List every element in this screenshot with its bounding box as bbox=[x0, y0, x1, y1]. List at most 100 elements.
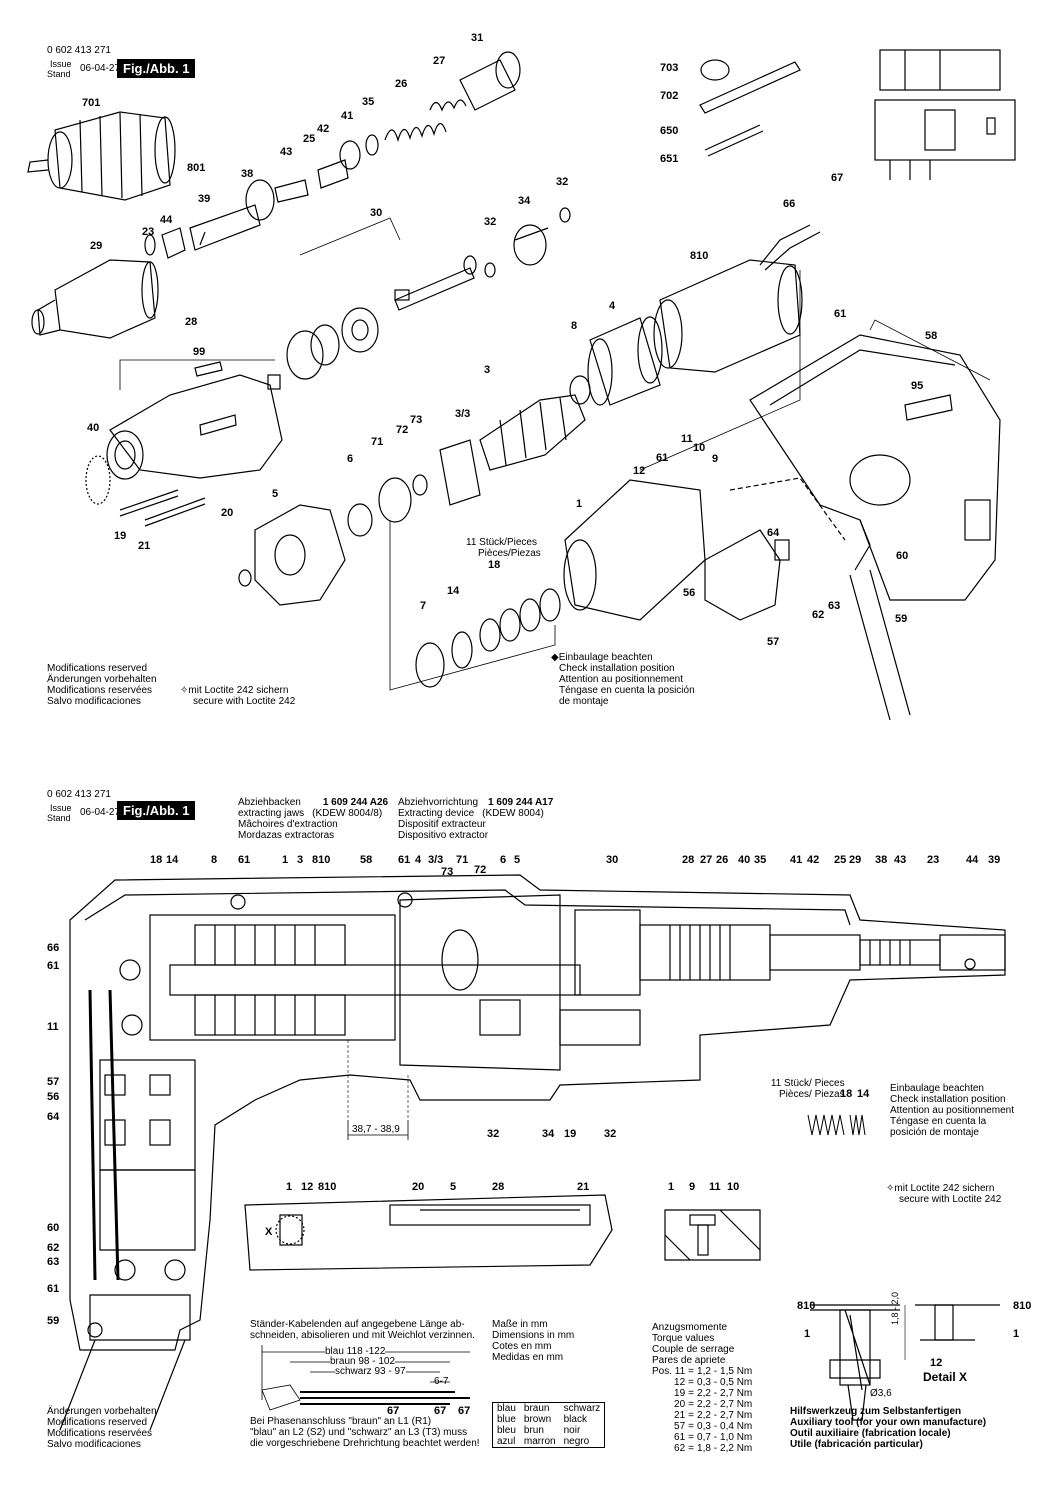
cable-note-1: schneiden, abisolieren und mit Weichlot … bbox=[250, 1330, 475, 1341]
screw-21 bbox=[144, 497, 206, 527]
torque-heading-3: Pares de apriete bbox=[652, 1355, 726, 1366]
section-view bbox=[59, 874, 1006, 1431]
inst-top-3: Téngase en cuenta la posición bbox=[559, 685, 695, 696]
torque-pos: 62 bbox=[674, 1443, 686, 1454]
screw-label-9: 9 bbox=[689, 1181, 696, 1193]
stand-label-bottom: Stand bbox=[47, 813, 71, 823]
sec-bottom-32a: 32 bbox=[487, 1128, 500, 1140]
callout-703: 703 bbox=[660, 62, 679, 74]
sec-label-61a: 61 bbox=[238, 854, 251, 866]
torque-pos: 12 bbox=[674, 1377, 686, 1388]
modifications-bottom: Änderungen vorbehalten Modifications res… bbox=[47, 1406, 157, 1450]
sec-label-42: 42 bbox=[807, 854, 820, 866]
fig-badge-top: Fig./Abb. 1 bbox=[117, 59, 196, 78]
device-row-0: Abziehvorrichtung bbox=[398, 797, 479, 808]
callout-41: 41 bbox=[341, 110, 354, 122]
device-part-no: 1 609 244 A17 bbox=[488, 797, 554, 808]
torque-min: 1,8 - bbox=[697, 1443, 718, 1454]
detail-label-21: 21 bbox=[577, 1181, 590, 1193]
callout-7: 7 bbox=[420, 600, 427, 612]
callout-12: 12 bbox=[633, 465, 646, 477]
detail-label-12: 12 bbox=[301, 1181, 314, 1193]
torque-row: Pos. 11=1,2 -1,5 Nm bbox=[652, 1366, 755, 1377]
sec-label-41: 41 bbox=[790, 854, 803, 866]
torque-row: 21=2,2 -2,7 Nm bbox=[652, 1410, 755, 1421]
torque-row: 12=0,3 -0,5 Nm bbox=[652, 1377, 755, 1388]
circuit-schematic bbox=[874, 49, 1016, 180]
installation-bottom: Einbaulage beachten Check installation p… bbox=[890, 1083, 1014, 1138]
cable-blau: blau 118 -122 bbox=[325, 1346, 386, 1357]
screw-19 bbox=[119, 489, 179, 517]
jaws-row-1: extracting jaws bbox=[238, 808, 305, 819]
screw-label-1: 1 bbox=[668, 1181, 675, 1193]
sec-left-66: 66 bbox=[47, 942, 60, 954]
screw-detail bbox=[664, 1209, 761, 1261]
color-cell: schwarz bbox=[563, 1403, 601, 1414]
callout-29: 29 bbox=[90, 240, 103, 252]
torque-min: 0,7 - bbox=[697, 1432, 718, 1443]
callout-62-top: 62 bbox=[812, 609, 825, 621]
torque-eq: = bbox=[688, 1421, 695, 1432]
color-cell: black bbox=[563, 1414, 587, 1425]
callout-25: 25 bbox=[303, 133, 316, 145]
stator-810 bbox=[653, 224, 821, 373]
callout-27: 27 bbox=[433, 55, 446, 67]
sec-label-4: 4 bbox=[415, 854, 422, 866]
callout-95: 95 bbox=[911, 380, 924, 392]
callout-10: 10 bbox=[693, 442, 706, 454]
torque-max: 1,0 Nm bbox=[720, 1432, 753, 1443]
installation-top: ◆Einbaulage beachten Check installation … bbox=[551, 652, 695, 707]
sec-label-44: 44 bbox=[966, 854, 979, 866]
jaws-row-0: Abziehbacken bbox=[238, 797, 301, 808]
ring-14 bbox=[451, 631, 473, 669]
torque-eq: = bbox=[688, 1432, 695, 1443]
torque-pos: Pos. 11 bbox=[652, 1366, 686, 1377]
mod-top-1: Änderungen vorbehalten bbox=[47, 674, 157, 685]
sec-left-56: 56 bbox=[47, 1091, 60, 1103]
callout-4: 4 bbox=[609, 300, 616, 312]
aux-tool-1: Auxiliary tool (for your own manufacture… bbox=[790, 1417, 987, 1428]
torque-eq: = bbox=[688, 1399, 695, 1410]
sec-bottom-34: 34 bbox=[542, 1128, 555, 1140]
callout-19: 19 bbox=[114, 530, 127, 542]
torque-eq: = bbox=[688, 1388, 695, 1399]
dim-note-3: Medidas en mm bbox=[492, 1352, 564, 1363]
detail-x-12: 12 bbox=[930, 1357, 943, 1369]
callout-701: 701 bbox=[82, 97, 101, 109]
callout-35: 35 bbox=[362, 96, 375, 108]
modifications-top: Modifications reserved Änderungen vorbeh… bbox=[47, 663, 157, 707]
torque-eq: = bbox=[688, 1410, 695, 1421]
callout-26: 26 bbox=[395, 78, 408, 90]
torque-row: 57=0,3 -0,4 Nm bbox=[652, 1421, 755, 1432]
sec-label-43: 43 bbox=[894, 854, 907, 866]
sec-label-39: 39 bbox=[988, 854, 1001, 866]
detail-label-5: 5 bbox=[450, 1181, 457, 1193]
torque-table: Pos. 11=1,2 -1,5 Nm 12=0,3 -0,5 Nm 19=2,… bbox=[652, 1366, 755, 1454]
sec-left-64: 64 bbox=[47, 1111, 60, 1123]
sec-label-8: 8 bbox=[211, 854, 218, 866]
torque-pos: 21 bbox=[674, 1410, 686, 1421]
detail-x-title: Detail X bbox=[923, 1370, 968, 1384]
sec-label-23: 23 bbox=[927, 854, 940, 866]
detail-label-x: X bbox=[265, 1226, 273, 1238]
callout-6: 6 bbox=[347, 453, 354, 465]
loctite-bottom-0: mit Loctite 242 sichern bbox=[894, 1183, 995, 1194]
doc-number-bottom: 0 602 413 271 bbox=[47, 789, 111, 800]
color-cell: negro bbox=[563, 1436, 590, 1447]
fig-badge-bottom: Fig./Abb. 1 bbox=[117, 801, 196, 820]
loctite-bottom: ✧mit Loctite 242 sichern secure with Loc… bbox=[886, 1183, 1001, 1205]
color-cell: braun bbox=[523, 1403, 550, 1414]
dim-note-0: Maße in mm bbox=[492, 1319, 548, 1330]
torque-min: 2,2 - bbox=[697, 1399, 718, 1410]
bearing-plate-5 bbox=[238, 504, 346, 606]
screw-label-11: 11 bbox=[709, 1181, 721, 1193]
callout-72: 72 bbox=[396, 424, 409, 436]
sec-label-72: 72 bbox=[474, 864, 487, 876]
sec-label-18: 18 bbox=[150, 854, 163, 866]
jaws-row-3: Mordazas extractoras bbox=[238, 830, 335, 841]
loctite-top: ✧mit Loctite 242 sichern secure with Loc… bbox=[180, 685, 295, 707]
callout-5: 5 bbox=[272, 488, 279, 500]
detail-x-drawing bbox=[810, 1304, 1000, 1421]
issue-label-bottom: Issue bbox=[50, 803, 72, 813]
dim-note-2: Cotes en mm bbox=[492, 1341, 552, 1352]
